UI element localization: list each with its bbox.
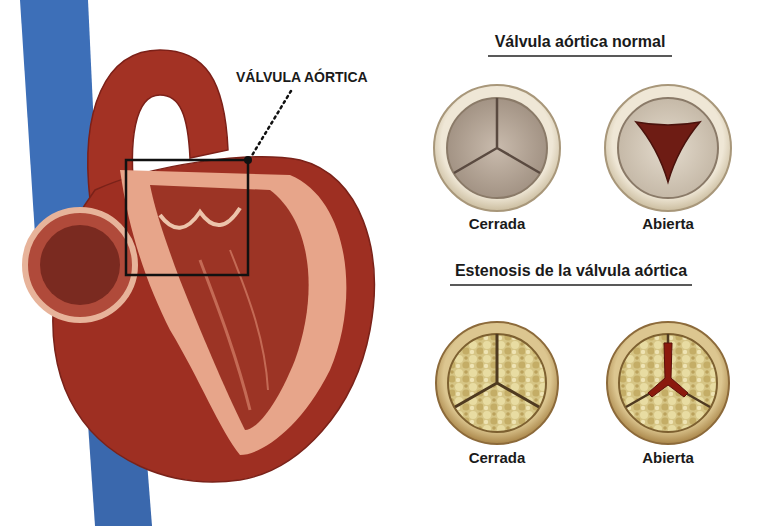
atrium-cut <box>25 210 135 320</box>
aortic-valve-cusps <box>160 208 240 228</box>
valve-normal-open <box>605 85 731 211</box>
valve-stenosis-closed <box>436 322 558 444</box>
section-heading: Válvula aórtica normal <box>495 33 666 51</box>
focus-square <box>126 160 248 275</box>
heading-underline <box>450 284 692 285</box>
vena-cava <box>20 0 98 235</box>
valve-normal-closed <box>434 85 560 211</box>
leader-line <box>251 91 291 157</box>
section-heading: Estenosis de la válvula aórtica <box>455 262 687 280</box>
state-label: Cerrada <box>469 449 526 466</box>
state-label: Abierta <box>642 449 694 466</box>
myocardium-cut <box>120 170 346 455</box>
heading-underline <box>488 55 672 56</box>
atrium-cavity <box>40 225 120 305</box>
heart-body <box>53 157 374 482</box>
leader-dot <box>244 156 252 164</box>
state-label: Abierta <box>642 215 694 232</box>
callout-label: VÁLVULA AÓRTICA <box>236 69 368 85</box>
ventricle-cavity <box>150 185 309 430</box>
state-label: Cerrada <box>469 215 526 232</box>
valve-stenosis-open <box>607 322 729 444</box>
